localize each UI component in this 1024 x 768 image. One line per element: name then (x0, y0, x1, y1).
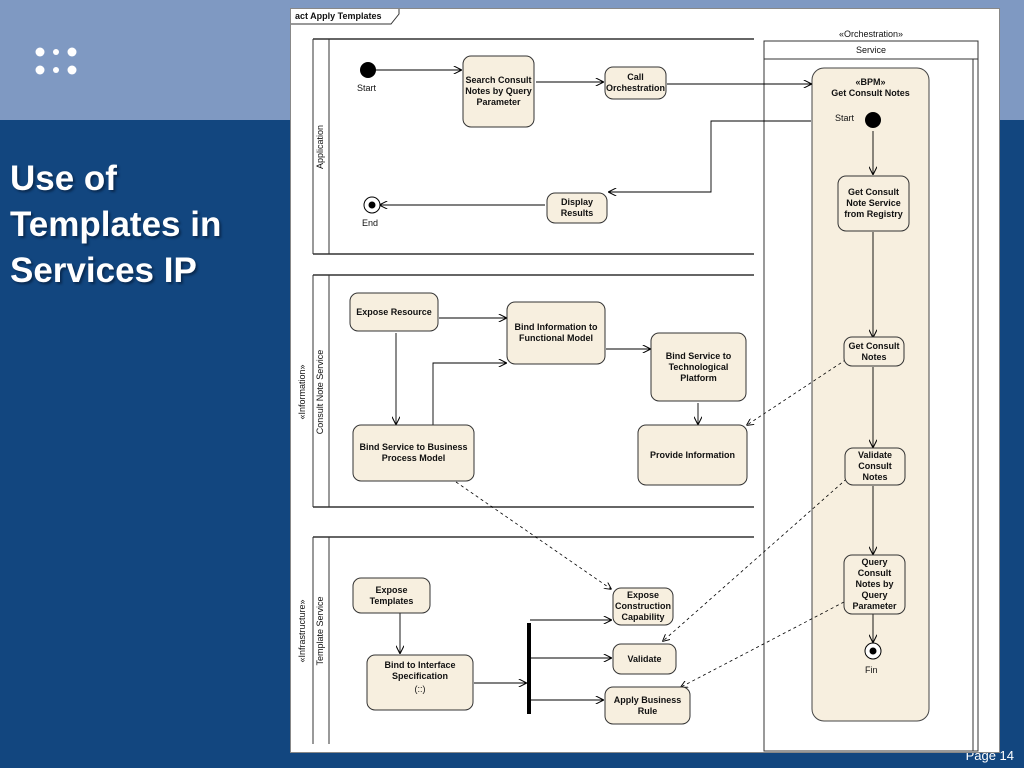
dependency-links (455, 352, 857, 687)
call-orchestration-action (604, 66, 667, 100)
lane-information (312, 274, 754, 508)
bind-technological-platform-action (650, 332, 747, 402)
bind-business-process-action (352, 424, 475, 482)
lane-label-application: Application (315, 124, 325, 170)
query-consult-notes-action (843, 554, 906, 615)
bpm-activity (811, 67, 930, 722)
logo-dots-icon (35, 47, 77, 75)
slide-title-line: Templates in (10, 205, 222, 244)
get-consult-notes-action (843, 336, 905, 367)
slide-title: Use of Templates in Services IP (10, 156, 285, 294)
provide-information-action (637, 424, 748, 486)
orchestration-stereotype: «Orchestration» (838, 29, 904, 39)
lane-application (312, 38, 754, 255)
application-end-node (363, 196, 381, 214)
lane-label-information-stereotype: «Information» (297, 364, 307, 420)
orchestration-end-node (864, 642, 882, 660)
validate-consult-notes-action (844, 447, 906, 486)
display-results-action (546, 192, 608, 224)
action-nodes (349, 55, 910, 725)
expose-construction-capability-action (612, 587, 674, 626)
expose-resource-action (349, 292, 439, 332)
validate-action (612, 643, 677, 675)
bpm-name: Get Consult Notes (831, 88, 910, 98)
application-start-label: Start (357, 83, 377, 93)
expose-templates-action (352, 577, 431, 614)
activity-diagram: act Apply Templates «Orchestration» Serv… (290, 8, 1000, 753)
orchestration-start-node (865, 112, 881, 128)
lane-label-infrastructure-name: Template Service (315, 596, 325, 666)
lane-label-information-name: Consult Note Service (315, 349, 325, 435)
lane-label-infrastructure-stereotype: «Infrastructure» (297, 599, 307, 663)
slide-title-line: Use of (10, 159, 117, 198)
slide-title-line: Services IP (10, 251, 197, 290)
orchestration-end-label: Fin (865, 665, 878, 675)
bind-interface-specification-action (366, 654, 474, 711)
lane-infrastructure (312, 536, 754, 744)
orchestration-start-label: Start (835, 113, 855, 123)
frame-label: act Apply Templates (295, 11, 382, 21)
application-start-node (360, 62, 376, 78)
control-flows (375, 70, 873, 700)
frame-label-tab (291, 9, 400, 25)
apply-business-rule-action (604, 686, 691, 725)
get-from-registry-action (837, 175, 910, 232)
bind-functional-model-action (506, 301, 606, 365)
service-label: Service (855, 45, 886, 55)
bpm-stereotype: «BPM» (855, 77, 886, 87)
fork-bar (527, 623, 531, 714)
search-consult-notes-action (462, 55, 535, 128)
diagram-canvas (291, 9, 979, 752)
application-end-label: End (362, 218, 379, 228)
